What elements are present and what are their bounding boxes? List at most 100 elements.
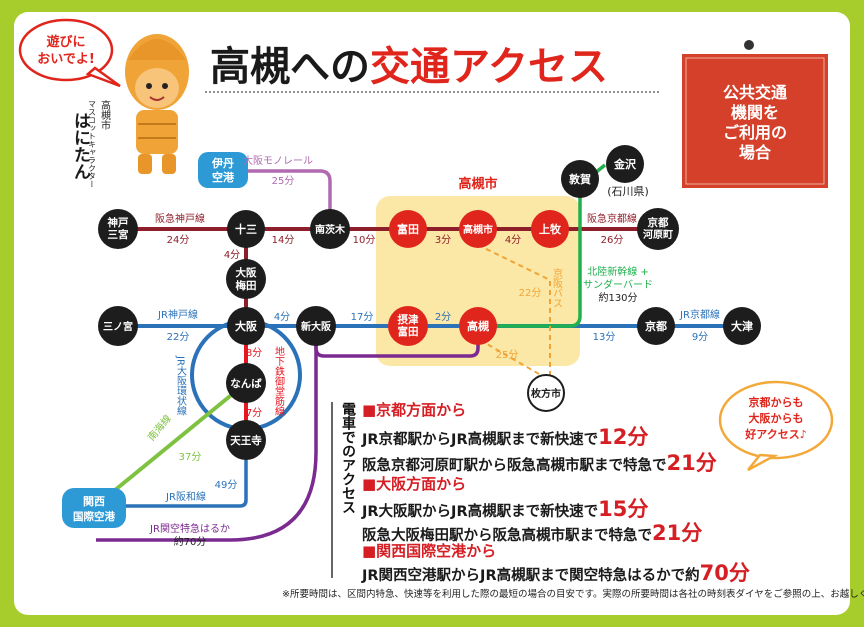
station-kyoto-kawaramachi[interactable]: 京都 河原町	[637, 208, 679, 250]
station-settsu-tonda[interactable]: 摂津 富田	[388, 306, 428, 346]
heading-osaka: ■大阪方面から	[362, 475, 467, 493]
time-kix: 70分	[699, 561, 750, 585]
time-49: 49分	[215, 479, 238, 491]
access-row-kyoto-hankyu: 阪急京都河原町駅から阪急高槻市駅まで特急で21分	[362, 451, 717, 475]
svg-text:京都: 京都	[648, 216, 669, 229]
line-keihan-bus-b	[479, 339, 547, 379]
station-juso[interactable]: 十三	[227, 210, 265, 248]
line-jr-hanwa	[96, 440, 248, 508]
svg-text:大津: 大津	[731, 319, 753, 333]
svg-text:富田: 富田	[398, 325, 419, 338]
time-14: 14分	[272, 234, 295, 246]
mascot-city-label: 高槻市	[99, 99, 111, 131]
station-otsu[interactable]: 大津	[723, 307, 761, 345]
svg-text:国際空港: 国際空港	[73, 510, 115, 523]
time-4-hq: 4分	[505, 234, 521, 246]
svg-text:新大阪: 新大阪	[301, 320, 332, 333]
station-shin-osaka[interactable]: 新大阪	[296, 306, 336, 346]
station-takatsuki[interactable]: 高槻	[459, 307, 497, 345]
station-namba[interactable]: なんば	[226, 363, 266, 403]
svg-text:敦賀: 敦賀	[569, 172, 591, 186]
svg-text:高槻市: 高槻市	[463, 223, 493, 236]
line-hokuriku	[478, 163, 607, 328]
sign-line-1: 公共交通	[723, 83, 787, 102]
access-row-osaka-hankyu: 阪急大阪梅田駅から阪急高槻市駅まで特急で21分	[362, 521, 703, 545]
time-8: 8分	[246, 347, 262, 359]
time-24: 24分	[167, 234, 190, 246]
mascot-role-label: マスコットキャラクター	[88, 100, 97, 188]
bubble-right-3: 好アクセス♪	[744, 427, 806, 441]
label-haruka-2: 約70分	[174, 535, 207, 548]
time-kyoto-jr: 12分	[598, 425, 649, 449]
sign-line-3: ご利用の	[723, 123, 787, 142]
time-osaka-jr: 15分	[598, 497, 649, 521]
time-13: 13分	[593, 331, 616, 343]
time-37: 37分	[179, 451, 202, 463]
station-osaka-umeda[interactable]: 大阪 梅田	[226, 259, 266, 299]
bubble-right-2: 大阪からも	[749, 411, 804, 425]
label-haruka-1: JR関空特急はるか	[149, 522, 230, 535]
line-osaka-monorail	[232, 169, 332, 229]
time-4-umeda: 4分	[224, 249, 240, 261]
speech-bubble-right: 京都からも 大阪からも 好アクセス♪	[718, 380, 834, 472]
label-jr-loop: JR大阪環状線	[175, 355, 187, 416]
bubble-line-1: 遊びに	[46, 34, 85, 50]
label-subway: 地下鉄御堂筋線	[273, 345, 285, 416]
title-black: 高槻への	[210, 44, 370, 90]
access-vertical-label: 電車でのアクセス	[340, 402, 356, 514]
footnote: ※所要時間は、区間内特急、快速等を利用した際の最短の場合の目安です。実際の所要時…	[282, 589, 864, 600]
time-osaka-hankyu: 21分	[652, 521, 703, 545]
station-tonda[interactable]: 富田	[389, 210, 427, 248]
time-4-osaka: 4分	[274, 311, 290, 323]
time-7: 7分	[246, 407, 262, 419]
svg-text:三宮: 三宮	[108, 228, 129, 241]
svg-text:上牧: 上牧	[539, 222, 562, 236]
svg-text:枚方市: 枚方市	[531, 387, 561, 400]
station-osaka[interactable]: 大阪	[227, 307, 265, 345]
svg-text:金沢: 金沢	[613, 157, 637, 171]
station-kansai-airport[interactable]: 関西 国際空港	[62, 488, 126, 528]
station-tennoji[interactable]: 天王寺	[226, 420, 266, 460]
station-itami[interactable]: 伊丹 空港	[198, 152, 248, 188]
takatsuki-city-label: 高槻市	[458, 176, 497, 192]
svg-text:高槻: 高槻	[467, 319, 489, 333]
svg-text:天王寺: 天王寺	[230, 434, 262, 447]
station-hirakatashi[interactable]: 枚方市	[527, 374, 565, 412]
time-9: 9分	[692, 331, 708, 343]
time-3: 3分	[435, 234, 451, 246]
svg-text:大阪: 大阪	[236, 266, 257, 279]
station-minami-ibaraki[interactable]: 南茨木	[310, 209, 350, 249]
ishikawa-label: (石川県)	[607, 185, 649, 198]
svg-text:富田: 富田	[397, 222, 419, 236]
station-kyoto[interactable]: 京都	[637, 307, 675, 345]
svg-text:南茨木: 南茨木	[315, 223, 346, 236]
station-sannomiya[interactable]: 三ノ宮	[98, 306, 138, 346]
time-22: 22分	[167, 331, 190, 343]
label-monorail: 大阪モノレール	[243, 154, 313, 167]
svg-text:大阪: 大阪	[235, 319, 258, 333]
line-nankai	[96, 381, 248, 506]
label-keihan-bus: 京阪バス	[551, 267, 563, 308]
label-jr-kobe: JR神戸線	[157, 308, 198, 321]
station-tsuruga[interactable]: 敦賀	[561, 160, 599, 198]
station-kanazawa[interactable]: 金沢	[606, 145, 644, 183]
public-transport-sign: 公共交通 機関を ご利用の 場合	[682, 40, 828, 188]
sign-line-4: 場合	[739, 143, 772, 162]
time-17: 17分	[351, 311, 374, 323]
station-takatsukishi[interactable]: 高槻市	[459, 210, 497, 248]
label-jr-hanwa: JR阪和線	[165, 490, 206, 503]
label-hankyu-kobe: 阪急神戸線	[155, 212, 205, 225]
station-kammaki[interactable]: 上牧	[531, 210, 569, 248]
label-jr-kyoto: JR京都線	[679, 308, 720, 321]
svg-text:なんば: なんば	[230, 377, 262, 390]
svg-text:十三: 十三	[235, 222, 257, 236]
line-haruka-b	[96, 326, 318, 542]
svg-text:京都: 京都	[645, 319, 667, 333]
time-26: 26分	[601, 234, 624, 246]
station-kobe-sannomiya[interactable]: 神戸 三宮	[98, 209, 138, 249]
bubble-line-2: おいでよ!	[37, 52, 95, 67]
time-2: 2分	[435, 311, 451, 323]
time-10: 10分	[353, 234, 376, 246]
